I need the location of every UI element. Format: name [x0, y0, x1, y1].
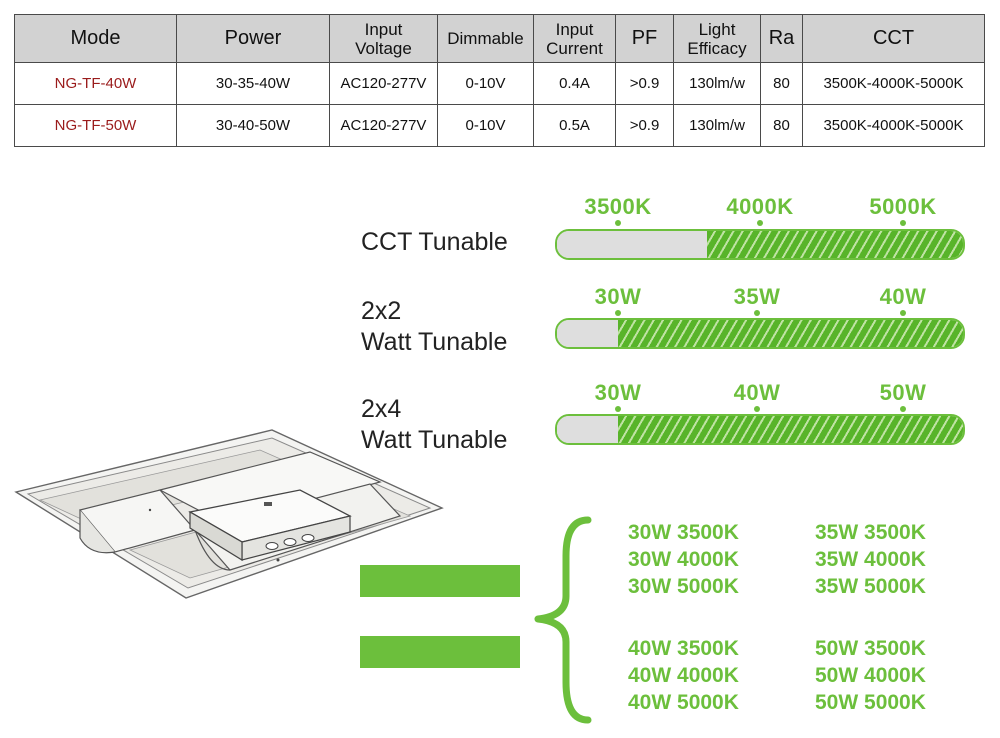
tick-label: 30W	[594, 380, 642, 405]
bar-empty-segment	[557, 231, 708, 258]
table-cell: >0.9	[615, 62, 674, 105]
table-cell: 130lm/w	[673, 104, 761, 147]
watt-2x2-tunable-bar	[555, 318, 965, 349]
watt-2x4-tunable-label: 2x4 Watt Tunable	[361, 395, 508, 454]
tick-dot	[754, 310, 760, 316]
tick-dot	[900, 220, 906, 226]
header-pf: PF	[615, 14, 674, 63]
table-cell: 3500K-4000K-5000K	[802, 104, 985, 147]
bar-fill-segment	[617, 320, 963, 347]
tick-label: 40W	[733, 380, 781, 405]
table-cell: 0.4A	[533, 62, 616, 105]
tick-dot	[615, 406, 621, 412]
bar-empty-segment	[557, 416, 618, 443]
table-cell: 0-10V	[437, 62, 534, 105]
table-cell: AC120-277V	[329, 62, 438, 105]
table-cell-model: NG-TF-50W	[14, 104, 177, 147]
bar-fill-segment	[617, 416, 963, 443]
tick-dot	[900, 310, 906, 316]
header-light-efficacy: Light Efficacy	[673, 14, 761, 63]
cct-tunable-label: CCT Tunable	[361, 228, 508, 256]
watt-2x4-tunable-bar	[555, 414, 965, 445]
table-cell: >0.9	[615, 104, 674, 147]
cct-tunable-bar	[555, 229, 965, 260]
bar-fill-segment	[707, 231, 963, 258]
watt-2x2-tunable-label: 2x2 Watt Tunable	[361, 297, 508, 356]
header-ra: Ra	[760, 14, 803, 63]
table-cell: 130lm/w	[673, 62, 761, 105]
table-cell: 3500K-4000K-5000K	[802, 62, 985, 105]
troffer-fixture-illustration	[14, 429, 444, 599]
header-mode: Mode	[14, 14, 177, 63]
tick-dot	[757, 220, 763, 226]
tick-dot	[615, 220, 621, 226]
tick-dot	[754, 406, 760, 412]
combo-list-50w: 50W 3500K 50W 4000K 50W 5000K	[815, 637, 926, 714]
table-cell: 0.5A	[533, 104, 616, 147]
tick-label: 4000K	[726, 194, 794, 219]
tick-label: 5000K	[869, 194, 937, 219]
bar-empty-segment	[557, 320, 618, 347]
header-power: Power	[176, 14, 330, 63]
tick-label: 3500K	[584, 194, 652, 219]
tick-label: 40W	[879, 284, 927, 309]
header-input-voltage: Input Voltage	[329, 14, 438, 63]
table-row: NG-TF-50W 30-40-50W AC120-277V 0-10V 0.5…	[14, 104, 985, 147]
tick-label: 50W	[879, 380, 927, 405]
table-cell: 30-40-50W	[176, 104, 330, 147]
table-cell: 80	[760, 104, 803, 147]
header-dimmable: Dimmable	[437, 14, 534, 63]
combo-list-40w: 40W 3500K 40W 4000K 40W 5000K	[628, 637, 739, 714]
tick-label: 35W	[733, 284, 781, 309]
table-cell: AC120-277V	[329, 104, 438, 147]
table-cell: 0-10V	[437, 104, 534, 147]
tick-dot	[900, 406, 906, 412]
tick-dot	[615, 310, 621, 316]
tick-label: 30W	[594, 284, 642, 309]
table-cell: 80	[760, 62, 803, 105]
combo-list-30w: 30W 3500K 30W 4000K 30W 5000K	[628, 521, 739, 598]
green-block-bottom	[360, 636, 520, 668]
green-block-top	[360, 565, 520, 597]
table-header-row: Mode Power Input Voltage Dimmable Input …	[14, 14, 985, 63]
header-cct: CCT	[802, 14, 985, 63]
table-cell: 30-35-40W	[176, 62, 330, 105]
table-cell-model: NG-TF-40W	[14, 62, 177, 105]
spec-table: Mode Power Input Voltage Dimmable Input …	[14, 14, 985, 147]
header-input-current: Input Current	[533, 14, 616, 63]
table-row: NG-TF-40W 30-35-40W AC120-277V 0-10V 0.4…	[14, 62, 985, 105]
combo-list-35w: 35W 3500K 35W 4000K 35W 5000K	[815, 521, 926, 598]
curly-brace-icon	[534, 516, 592, 724]
